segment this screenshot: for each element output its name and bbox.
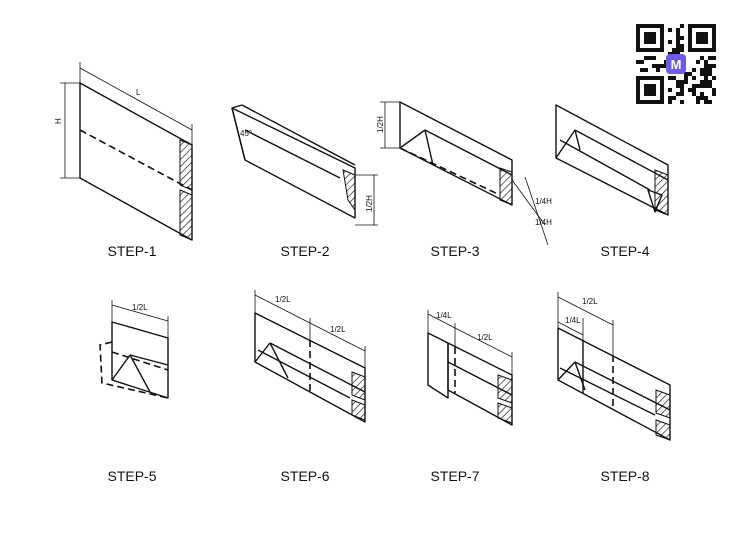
step-4-label: STEP-4 bbox=[600, 243, 649, 259]
dim-s6-half-a: 1/2L bbox=[275, 295, 291, 304]
step-5-label: STEP-5 bbox=[107, 468, 156, 484]
step-8-figure: 1/4L 1/2L bbox=[557, 292, 671, 441]
step-4-figure bbox=[555, 104, 669, 216]
dim-s7-quarter: 1/4L bbox=[436, 311, 452, 320]
dim-s2-angle: 45° bbox=[240, 129, 252, 138]
dim-s3-quarter-b: 1/4H bbox=[535, 218, 552, 227]
dim-s1-length: L bbox=[136, 88, 141, 97]
step-7-label: STEP-7 bbox=[430, 468, 479, 484]
dim-s3-quarter-a: 1/4H bbox=[535, 197, 552, 206]
step-6-figure: 1/2L 1/2L bbox=[254, 290, 366, 423]
dim-s3-height: 1/2H bbox=[376, 116, 385, 133]
dim-s8-half: 1/2L bbox=[582, 297, 598, 306]
qr-code-icon: M bbox=[636, 24, 716, 104]
step-6-label: STEP-6 bbox=[280, 468, 329, 484]
step-1-label: STEP-1 bbox=[107, 243, 156, 259]
step-1-figure: L H bbox=[54, 62, 193, 241]
step-3-figure: 1/2H 1/4H 1/4H bbox=[376, 101, 552, 246]
step-5-figure: 1/2L bbox=[99, 300, 169, 399]
step-3-label: STEP-3 bbox=[430, 243, 479, 259]
step-2-figure: 45° 1/2H bbox=[231, 104, 378, 226]
qr-badge-icon bbox=[666, 54, 686, 74]
dim-s8-quarter: 1/4L bbox=[565, 316, 581, 325]
svg-text:M: M bbox=[671, 57, 682, 72]
dim-s2-height: 1/2H bbox=[365, 195, 374, 212]
dim-s1-height: H bbox=[54, 118, 63, 124]
step-2-label: STEP-2 bbox=[280, 243, 329, 259]
dim-s5-half: 1/2L bbox=[132, 303, 148, 312]
dim-s7-half: 1/2L bbox=[477, 333, 493, 342]
step-7-figure: 1/4L 1/2L bbox=[427, 310, 513, 426]
step-8-label: STEP-8 bbox=[600, 468, 649, 484]
dim-s6-half-b: 1/2L bbox=[330, 325, 346, 334]
